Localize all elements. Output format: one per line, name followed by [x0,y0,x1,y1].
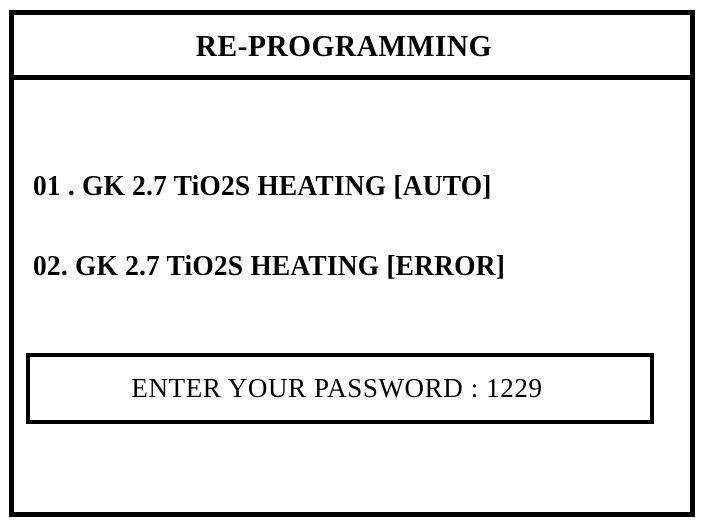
list-item[interactable]: 01 . GK 2.7 TiO2S HEATING [AUTO] [33,171,492,202]
panel-titlebar: RE-PROGRAMMING [14,15,690,80]
panel-frame: RE-PROGRAMMING 01 . GK 2.7 TiO2S HEATING… [9,10,695,517]
list-item[interactable]: 02. GK 2.7 TiO2S HEATING [ERROR] [33,251,506,282]
program-list: 01 . GK 2.7 TiO2S HEATING [AUTO] 02. GK … [33,173,680,281]
panel-body: 01 . GK 2.7 TiO2S HEATING [AUTO] 02. GK … [14,80,690,512]
page-title: RE-PROGRAMMING [195,27,493,63]
password-input-box[interactable]: ENTER YOUR PASSWORD : 1229 [26,353,654,424]
password-prompt-text: ENTER YOUR PASSWORD : 1229 [131,373,543,403]
